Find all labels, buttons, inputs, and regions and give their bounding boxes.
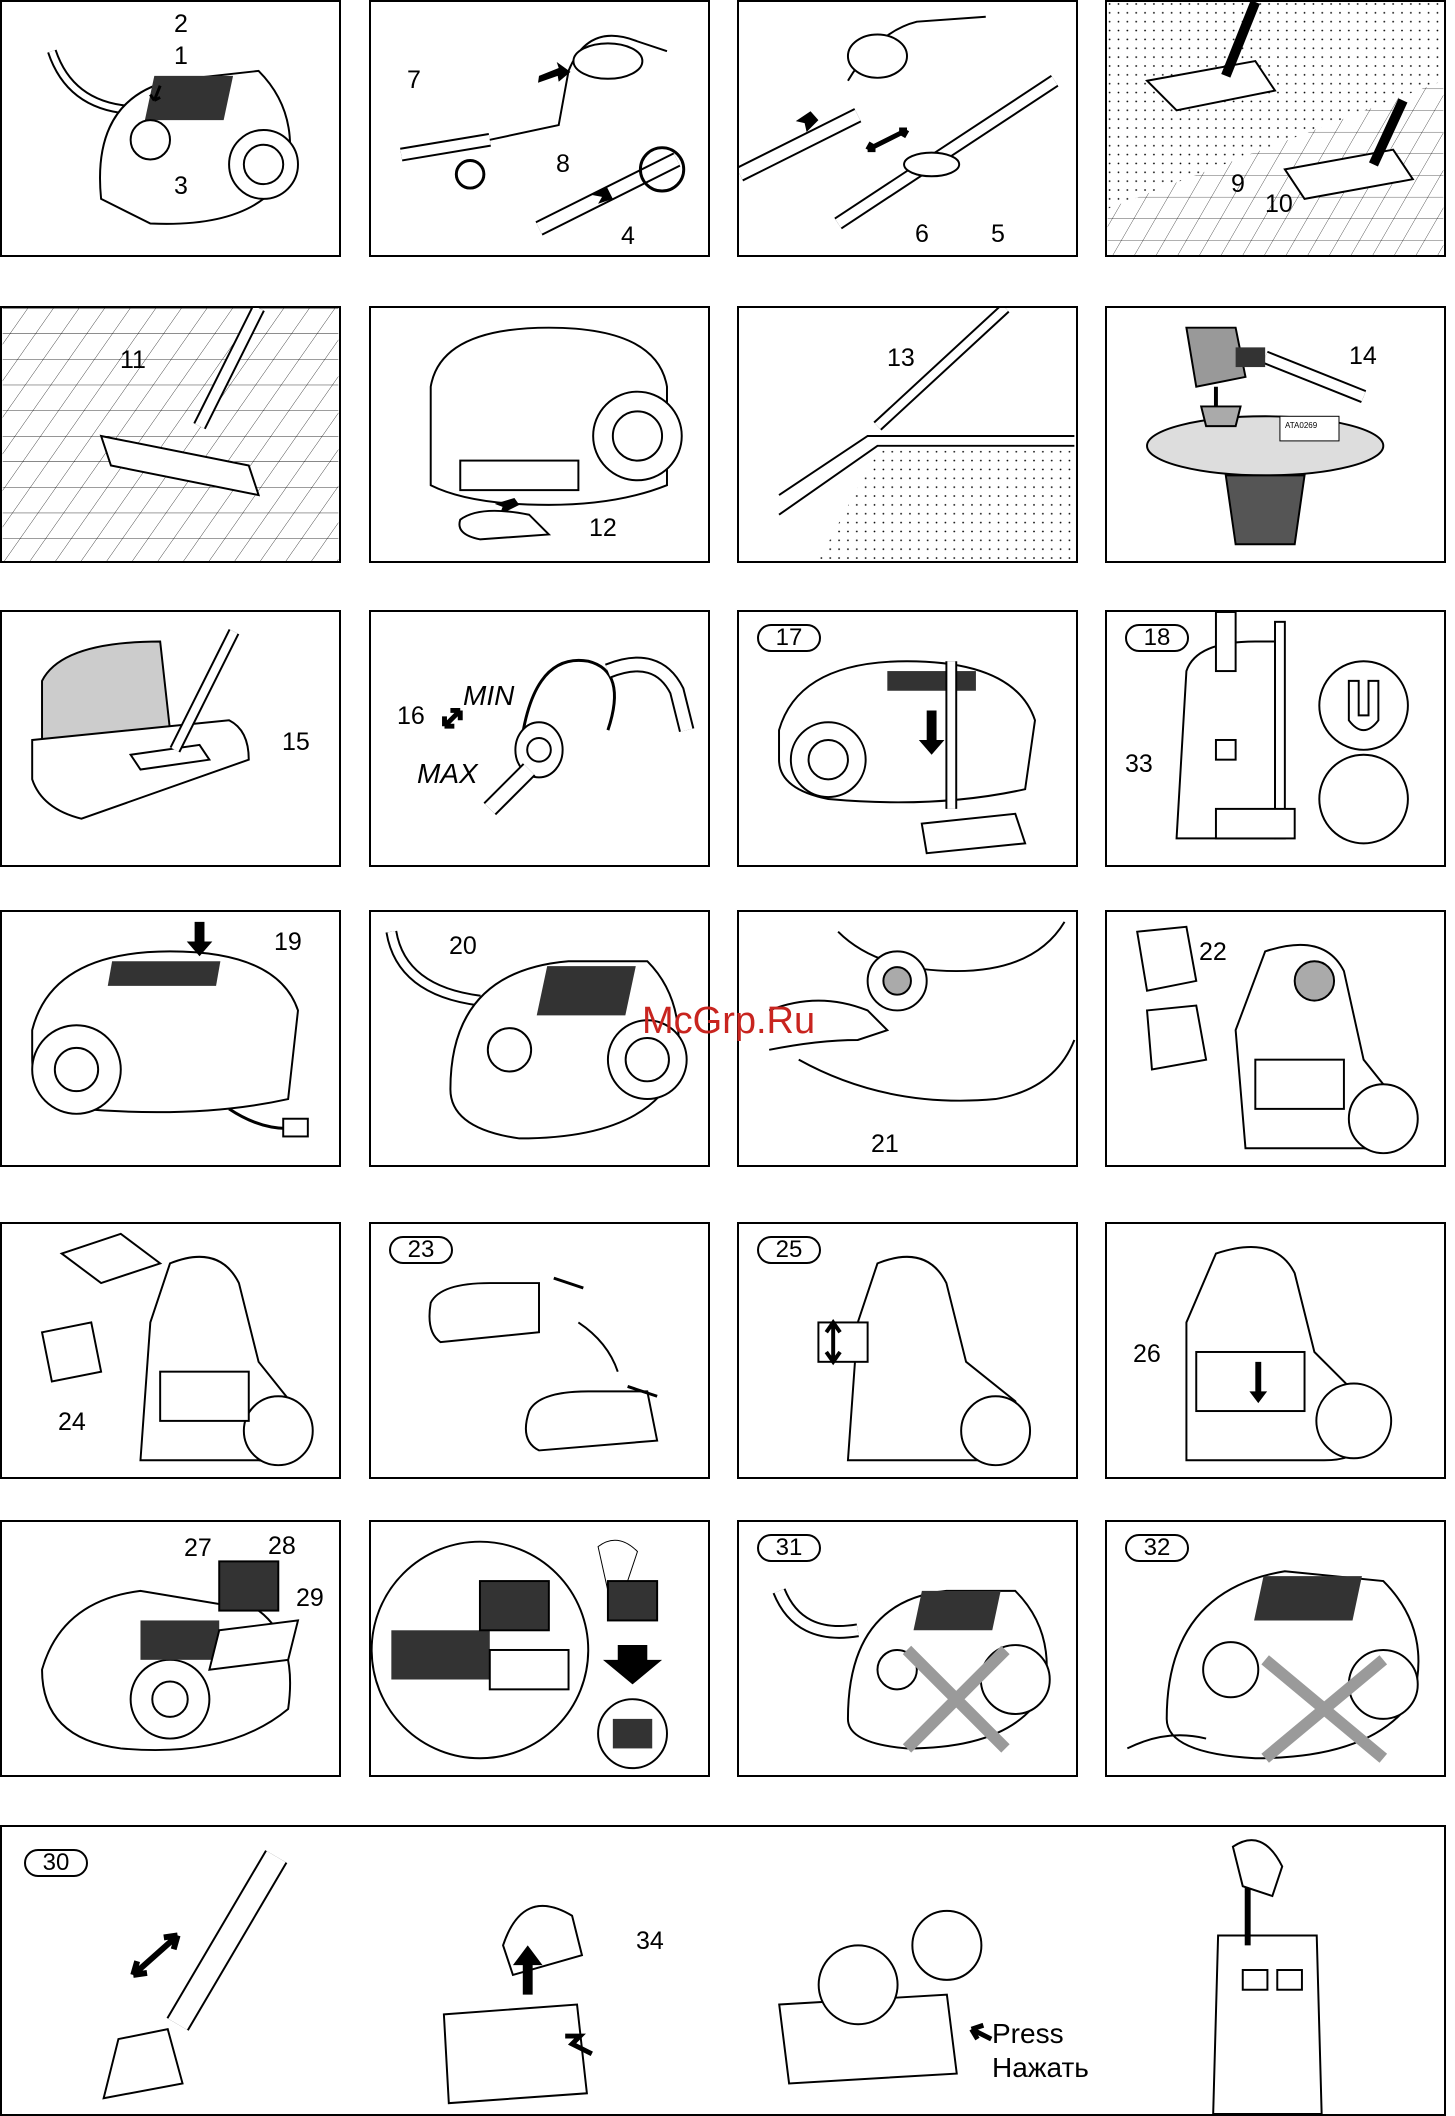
figure-panel-12: 18 33 xyxy=(1105,610,1446,867)
figure-panel-19: 25 xyxy=(737,1222,1078,1479)
figure-panel-8: 14 ATA0269 xyxy=(1105,306,1446,563)
dustbag-insert-illustration xyxy=(2,1224,339,1477)
figure-panel-1: 2 1 3 xyxy=(0,0,341,257)
turbo-brush-cleaning-illustration xyxy=(2,1827,1444,2114)
figure-panel-7: 13 xyxy=(737,306,1078,563)
callout-14: 14 xyxy=(1349,344,1377,369)
figure-panel-16: 22 xyxy=(1105,910,1446,1167)
do-not-lift-by-hose-illustration xyxy=(739,1522,1076,1775)
callout-20: 20 xyxy=(449,934,477,959)
callout-13: 13 xyxy=(887,346,915,371)
figure-panel-3: 6 5 xyxy=(737,0,1078,257)
figure-panel-11: 17 xyxy=(737,610,1078,867)
callout-27: 27 xyxy=(184,1536,212,1561)
figure-panel-24: 32 xyxy=(1105,1520,1446,1777)
figure-panel-6: 12 xyxy=(369,306,710,563)
press-label-ru: Нажать xyxy=(992,2051,1089,2085)
parking-position-illustration xyxy=(739,612,1076,865)
callout-11: 11 xyxy=(120,348,146,373)
min-label: MIN xyxy=(463,682,514,710)
filter-wash-illustration xyxy=(371,1522,708,1775)
figure-panel-25: 30 34 Press Нажать xyxy=(0,1825,1446,2116)
callout-8: 8 xyxy=(556,152,570,177)
figure-panel-23: 31 xyxy=(737,1520,1078,1777)
figure-panel-9: 15 xyxy=(0,610,341,867)
figure-panel-20: 26 xyxy=(1105,1222,1446,1479)
callout-12: 12 xyxy=(589,516,617,541)
magazine-cover-text: ATA0269 xyxy=(1285,421,1317,430)
callout-6: 6 xyxy=(915,222,929,247)
do-not-lift-by-handle-illustration xyxy=(1107,1522,1444,1775)
figure-panel-10: 16 MIN MAX xyxy=(369,610,710,867)
callout-28: 28 xyxy=(268,1534,296,1559)
watermark: McGrp.Ru xyxy=(642,1000,815,1043)
parquet-nozzle-illustration xyxy=(2,308,339,561)
callout-9: 9 xyxy=(1231,172,1245,197)
dustbag-holder-removal-illustration xyxy=(1107,912,1444,1165)
callout-21: 21 xyxy=(871,1132,899,1157)
callout-15: 15 xyxy=(282,730,310,755)
callout-5: 5 xyxy=(991,222,1005,247)
callout-33: 33 xyxy=(1125,752,1153,777)
telescopic-wand-adjust-illustration xyxy=(739,2,1076,255)
callout-19: 19 xyxy=(274,930,302,955)
callout-3: 3 xyxy=(174,174,188,199)
callout-22: 22 xyxy=(1199,940,1227,965)
callout-26: 26 xyxy=(1133,1342,1161,1367)
hose-wand-assembly-illustration xyxy=(371,2,708,255)
figure-panel-13: 19 xyxy=(0,910,341,1167)
callout-10: 10 xyxy=(1265,192,1293,217)
press-label-en: Press xyxy=(992,2017,1089,2051)
max-label: MAX xyxy=(417,760,478,788)
bag-holder-reinsert-illustration xyxy=(739,1224,1076,1477)
callout-4: 4 xyxy=(621,224,635,249)
callout-2: 2 xyxy=(174,12,188,37)
figure-panel-2: 7 8 4 xyxy=(369,0,710,257)
callout-16: 16 xyxy=(397,704,425,729)
dusting-brush-illustration xyxy=(1107,308,1444,561)
dustbag-seal-illustration xyxy=(371,1224,708,1477)
callout-29: 29 xyxy=(296,1586,324,1611)
vacuum-hose-connect-illustration xyxy=(2,2,339,255)
callout-34: 34 xyxy=(636,1929,664,1954)
callout-1: 1 xyxy=(174,44,188,69)
accessory-storage-illustration xyxy=(371,308,708,561)
callout-24: 24 xyxy=(58,1410,86,1435)
figure-panel-4: 9 10 xyxy=(1105,0,1446,257)
figure-panel-21: 27 28 29 xyxy=(0,1520,341,1777)
callout-7: 7 xyxy=(407,68,421,93)
figure-panel-5: 11 xyxy=(0,306,341,563)
upright-storage-illustration xyxy=(1107,612,1444,865)
figure-panel-22 xyxy=(369,1520,710,1777)
press-instruction: Press Нажать xyxy=(992,2017,1089,2085)
figure-panel-18: 23 xyxy=(369,1222,710,1479)
figure-panel-17: 24 xyxy=(0,1222,341,1479)
suction-control-handle-illustration xyxy=(371,612,708,865)
